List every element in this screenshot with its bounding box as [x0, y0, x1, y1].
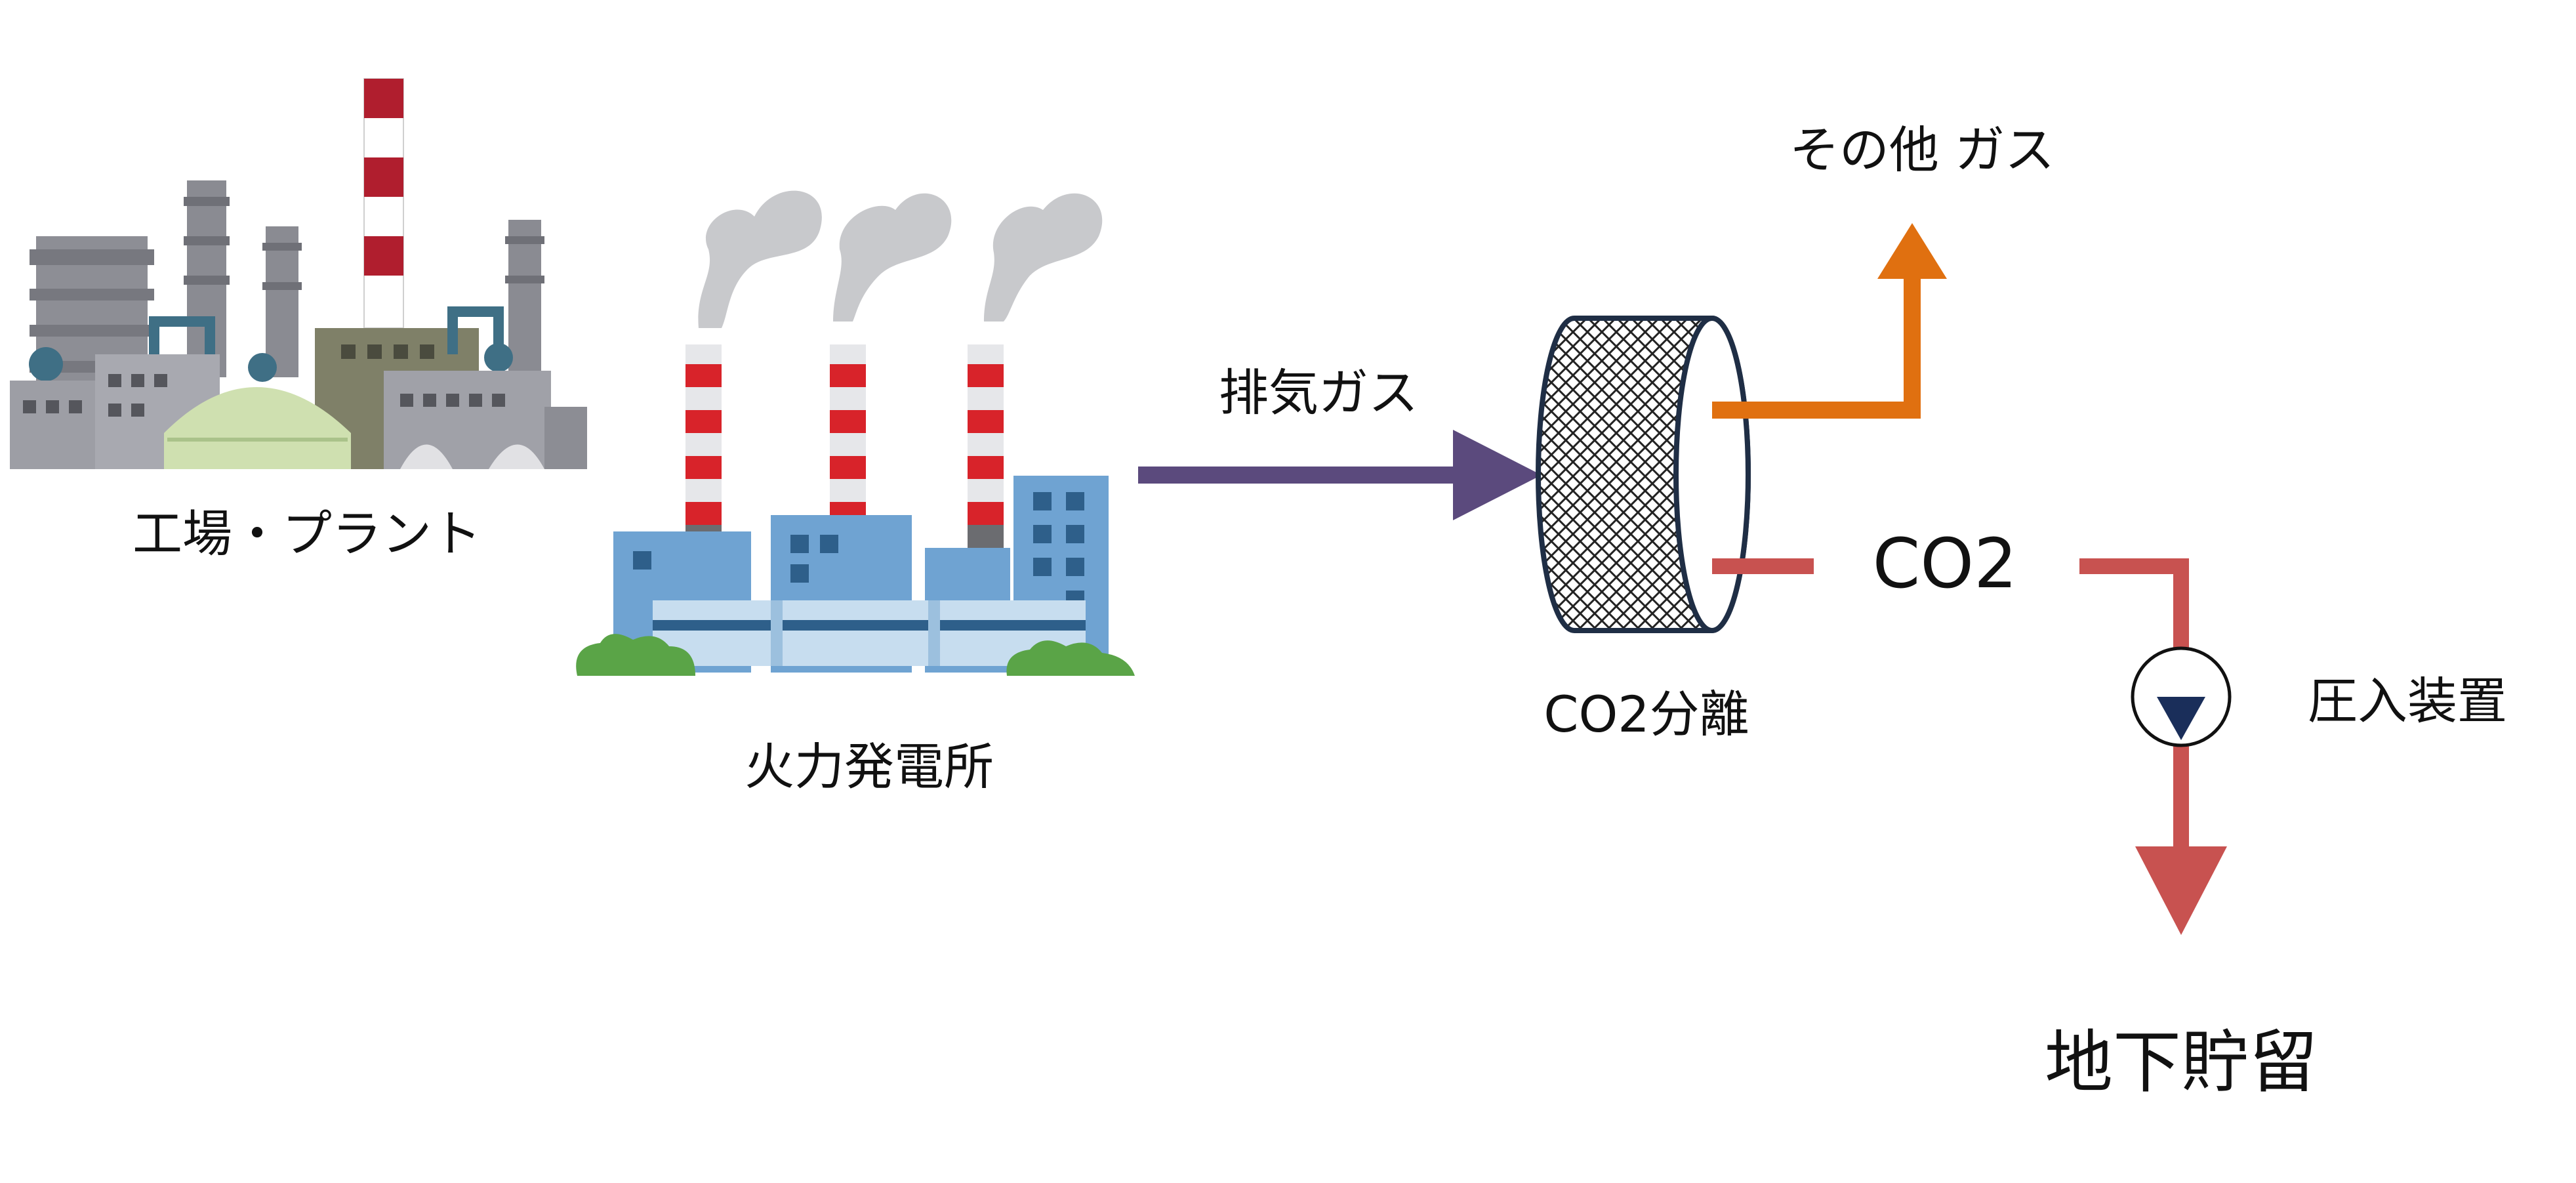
pump-icon — [2131, 646, 2232, 747]
co2-arrow — [1712, 558, 2227, 935]
other-gas-arrow — [1712, 223, 1947, 419]
separation-label: CO2分離 — [1544, 685, 1749, 743]
exhaust-label: 排気ガス — [1219, 363, 1418, 422]
power-plant-icon — [576, 190, 1135, 676]
power-plant-label: 火力発電所 — [745, 737, 994, 796]
co2-label: CO2 — [1873, 524, 2018, 604]
factory-label: 工場・プラント — [133, 505, 481, 563]
other-gas-label: その他 ガス — [1789, 121, 2055, 179]
storage-label: 地下貯留 — [2045, 1022, 2318, 1102]
separator-cylinder-icon — [1536, 316, 1751, 633]
injection-label: 圧入装置 — [2308, 672, 2507, 730]
exhaust-arrow — [1138, 430, 1542, 520]
factory-icon — [10, 78, 587, 469]
